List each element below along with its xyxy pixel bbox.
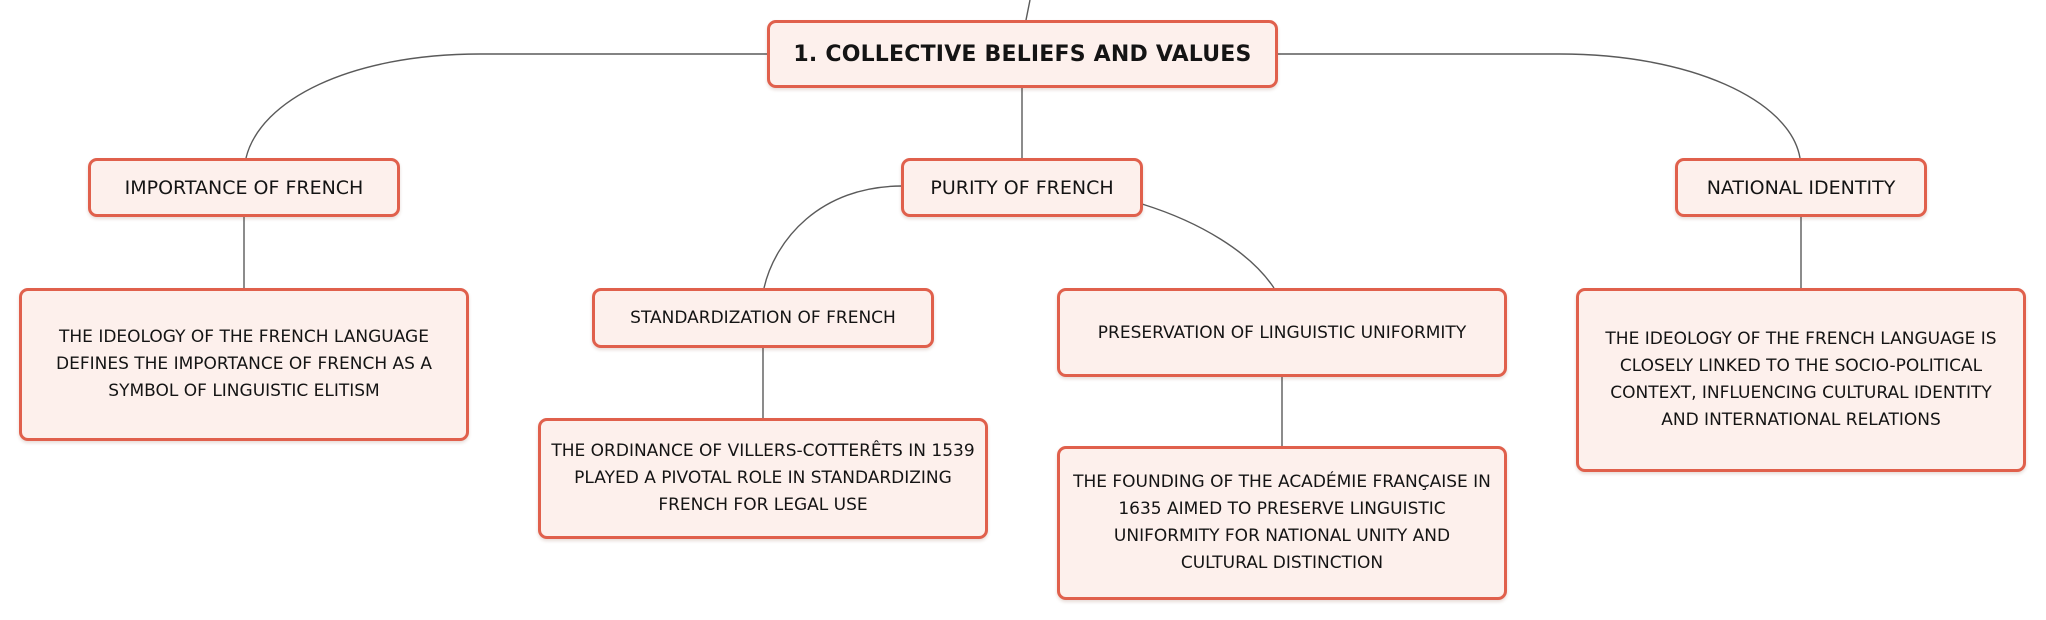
connector-parent-to-root — [1025, 0, 1031, 21]
topic-purity-of-french[interactable]: PURITY OF FRENCH — [901, 158, 1143, 217]
detail-national-identity[interactable]: THE IDEOLOGY OF THE FRENCH LANGUAGE IS C… — [1576, 288, 2026, 472]
subtopic-preservation-label: PRESERVATION OF LINGUISTIC UNIFORMITY — [1097, 322, 1467, 343]
detail-importance-text: THE IDEOLOGY OF THE FRENCH LANGUAGE DEFI… — [55, 327, 433, 401]
detail-identity-text: THE IDEOLOGY OF THE FRENCH LANGUAGE IS C… — [1605, 329, 1997, 430]
subtopic-standardization-label: STANDARDIZATION OF FRENCH — [630, 308, 896, 328]
root-node-label: 1. COLLECTIVE BELIEFS AND VALUES — [793, 41, 1252, 67]
detail-standardization-text: THE ORDINANCE OF VILLERS-COTTERÊTS IN 15… — [551, 441, 975, 515]
connector-purity-to-preservation — [1141, 203, 1275, 289]
topic-purity-label: PURITY OF FRENCH — [930, 176, 1114, 199]
topic-national-identity[interactable]: NATIONAL IDENTITY — [1675, 158, 1927, 217]
topic-identity-label: NATIONAL IDENTITY — [1706, 176, 1896, 199]
detail-importance-of-french[interactable]: THE IDEOLOGY OF THE FRENCH LANGUAGE DEFI… — [19, 288, 469, 441]
detail-preservation-text: THE FOUNDING OF THE ACADÉMIE FRANÇAISE I… — [1073, 472, 1491, 573]
topic-importance-of-french[interactable]: IMPORTANCE OF FRENCH — [88, 158, 400, 217]
subtopic-standardization-of-french[interactable]: STANDARDIZATION OF FRENCH — [592, 288, 934, 348]
connector-root-to-identity — [1277, 53, 1801, 159]
detail-standardization-of-french[interactable]: THE ORDINANCE OF VILLERS-COTTERÊTS IN 15… — [538, 418, 988, 539]
topic-importance-label: IMPORTANCE OF FRENCH — [124, 176, 364, 199]
connector-purity-to-standardization — [763, 185, 903, 289]
connector-root-to-importance — [245, 53, 770, 159]
subtopic-preservation-of-linguistic-uniformity[interactable]: PRESERVATION OF LINGUISTIC UNIFORMITY — [1057, 288, 1507, 377]
root-node[interactable]: 1. COLLECTIVE BELIEFS AND VALUES — [767, 20, 1278, 88]
detail-preservation-of-linguistic-uniformity[interactable]: THE FOUNDING OF THE ACADÉMIE FRANÇAISE I… — [1057, 446, 1507, 600]
